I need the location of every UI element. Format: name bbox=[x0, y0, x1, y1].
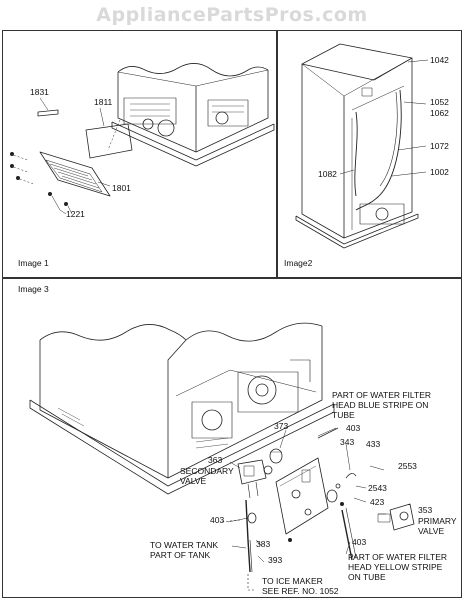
caption-line: HEAD YELLOW STRIPE bbox=[348, 562, 443, 572]
part-label-403-top: 403 bbox=[346, 423, 361, 433]
caption-ice-maker: TO ICE MAKER SEE REF. NO. 1052 bbox=[262, 576, 339, 596]
caption-line: TO WATER TANK bbox=[150, 540, 219, 550]
part-label-1811: 1811 bbox=[94, 97, 113, 107]
watermark: AppliancePartsPros.com bbox=[96, 4, 368, 26]
image2-leader-lines bbox=[339, 59, 429, 177]
image3-primary-valve bbox=[377, 503, 415, 531]
part-label-393: 393 bbox=[268, 555, 283, 565]
part-label-363: 363 bbox=[208, 455, 223, 465]
panel-title-image3: Image 3 bbox=[18, 284, 49, 294]
caption-secondary-valve: SECONDARY VALVE bbox=[180, 466, 234, 486]
part-label-1042: 1042 bbox=[430, 55, 449, 65]
image1-cabinet-base bbox=[111, 63, 275, 167]
image3-secondary-valve bbox=[237, 459, 273, 499]
panel-image1 bbox=[2, 30, 277, 278]
image1-toe-grille bbox=[37, 109, 133, 197]
part-label-1221: 1221 bbox=[66, 209, 85, 219]
part-label-1082: 1082 bbox=[318, 169, 337, 179]
part-label-2553: 2553 bbox=[398, 461, 417, 471]
part-label-2543: 2543 bbox=[368, 483, 387, 493]
part-label-1831: 1831 bbox=[30, 87, 49, 97]
part-label-1801: 1801 bbox=[112, 183, 131, 193]
panel-image3 bbox=[2, 278, 462, 598]
panel-title-image1: Image 1 bbox=[18, 258, 49, 268]
image2-refrigerator bbox=[295, 43, 419, 249]
part-label-1062: 1062 bbox=[430, 108, 449, 118]
part-label-403-left: 403 bbox=[210, 515, 225, 525]
caption-line: VALVE bbox=[180, 476, 207, 486]
caption-blue-stripe: PART OF WATER FILTER HEAD BLUE STRIPE ON… bbox=[332, 390, 431, 420]
caption-line: VALVE bbox=[418, 526, 445, 536]
part-label-383: 383 bbox=[256, 539, 271, 549]
image1-screws bbox=[9, 151, 73, 215]
caption-line: SEE REF. NO. 1052 bbox=[262, 586, 339, 596]
panel-image2 bbox=[277, 30, 462, 278]
caption-line: PRIMARY bbox=[418, 516, 457, 526]
image3-tubes bbox=[219, 499, 357, 591]
image3-cabinet bbox=[29, 322, 335, 495]
part-label-1002: 1002 bbox=[430, 167, 449, 177]
caption-line: ON TUBE bbox=[348, 572, 386, 582]
caption-line: HEAD BLUE STRIPE ON bbox=[332, 400, 429, 410]
caption-line: TO ICE MAKER bbox=[262, 576, 323, 586]
caption-water-tank: TO WATER TANK PART OF TANK bbox=[150, 540, 218, 560]
part-label-403-right: 403 bbox=[352, 537, 367, 547]
caption-yellow-stripe: PART OF WATER FILTER HEAD YELLOW STRIPE … bbox=[348, 552, 447, 582]
image3-fittings bbox=[247, 427, 357, 543]
part-label-1052: 1052 bbox=[430, 97, 449, 107]
part-label-433: 433 bbox=[366, 439, 381, 449]
panel-title-image2: Image2 bbox=[284, 258, 313, 268]
caption-primary-valve: PRIMARY VALVE bbox=[418, 516, 457, 536]
caption-line: PART OF WATER FILTER bbox=[332, 390, 432, 400]
caption-line: PART OF WATER FILTER bbox=[348, 552, 448, 562]
part-label-423: 423 bbox=[370, 497, 385, 507]
image3-valve-bracket bbox=[275, 457, 329, 535]
part-label-1072: 1072 bbox=[430, 141, 449, 151]
part-label-343: 343 bbox=[340, 437, 355, 447]
caption-line: SECONDARY bbox=[180, 466, 234, 476]
image3-leader-lines bbox=[227, 427, 386, 563]
part-label-373: 373 bbox=[274, 421, 289, 431]
caption-line: PART OF TANK bbox=[150, 550, 211, 560]
caption-line: TUBE bbox=[332, 410, 355, 420]
image1-leader-lines bbox=[39, 97, 121, 215]
part-label-353: 353 bbox=[418, 505, 433, 515]
